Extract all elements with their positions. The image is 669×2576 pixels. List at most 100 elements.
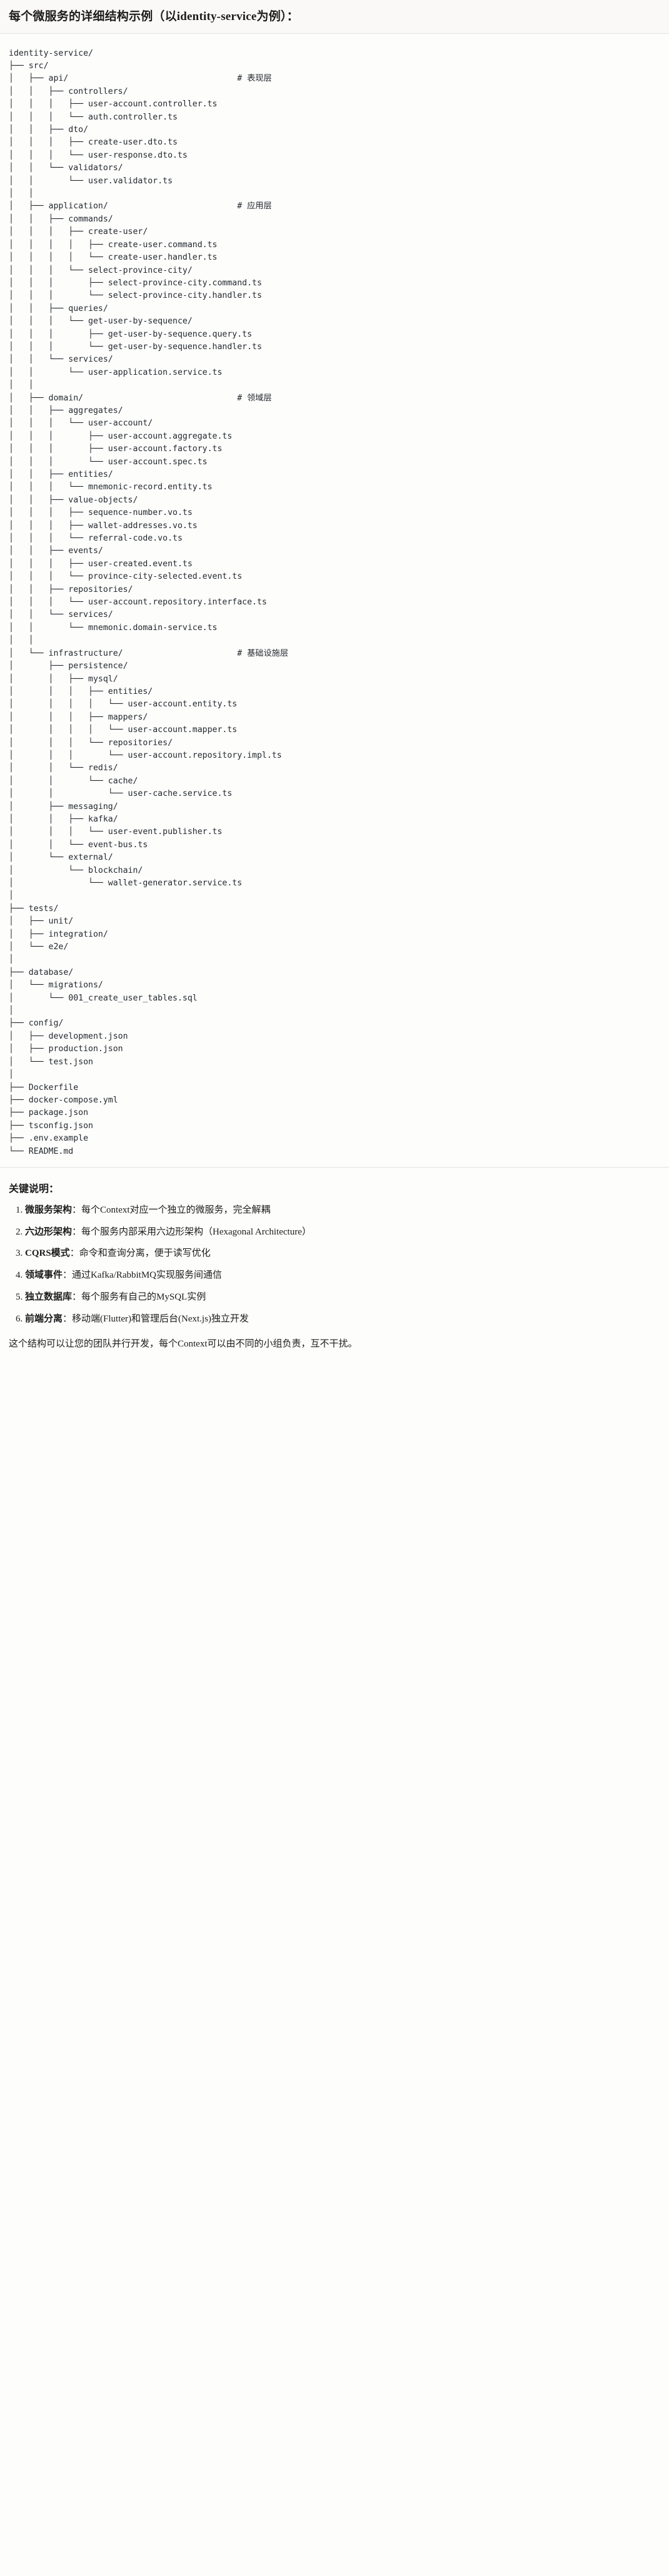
tree-line: │ │ └── user-cache.service.ts (9, 788, 660, 800)
tree-line: │ │ │ │ └── user-account.mapper.ts (9, 724, 660, 736)
tree-path: │ │ ├── dto/ (9, 125, 89, 135)
tree-line: │ │ │ └── province-city-selected.event.t… (9, 571, 660, 583)
tree-path: │ (9, 1006, 14, 1016)
directory-tree-block: identity-service/ ├── src/ │ ├── api/ # … (0, 33, 669, 1167)
tree-line: │ │ (9, 379, 660, 392)
tree-path: │ │ └── validators/ (9, 163, 123, 173)
tree-line: │ │ ├── aggregates/ (9, 405, 660, 417)
tree-path: │ ├── api/ (9, 74, 69, 84)
tree-line: │ ├── production.json (9, 1043, 660, 1056)
tree-line: │ │ └── services/ (9, 609, 660, 621)
tree-path: │ ├── domain/ (9, 393, 84, 403)
tree-line: │ │ └── user.validator.ts (9, 175, 660, 188)
tree-path: ├── .env.example (9, 1134, 89, 1144)
tree-line: └── README.md (9, 1146, 660, 1158)
tree-path: │ │ │ └── repositories/ (9, 738, 173, 748)
tree-line: │ │ │ └── user-account.repository.impl.t… (9, 750, 660, 762)
tree-path: │ └── test.json (9, 1057, 93, 1067)
tree-line: │ │ │ ├── mappers/ (9, 711, 660, 724)
tree-path: │ │ │ └── user-account.repository.impl.t… (9, 750, 282, 760)
tree-comment: # 领域层 (83, 393, 272, 403)
tree-path: │ ├── persistence/ (9, 661, 128, 671)
closing-paragraph: 这个结构可以让您的团队并行开发，每个Context可以由不同的小组负责，互不干扰… (9, 1339, 358, 1350)
tree-path: │ │ │ │ └── user-account.entity.ts (9, 700, 238, 710)
tree-line: │ ├── unit/ (9, 915, 660, 928)
tree-line: │ │ │ └── get-user-by-sequence.handler.t… (9, 341, 660, 354)
tree-line: │ │ │ └── referral-code.vo.ts (9, 532, 660, 545)
tree-line: │ └── blockchain/ (9, 865, 660, 877)
tree-path: │ │ ├── mysql/ (9, 674, 118, 684)
key-note-item: 领域事件：通过Kafka/RabbitMQ实现服务间通信 (25, 1269, 660, 1283)
tree-path: │ │ │ │ └── create-user.handler.ts (9, 253, 218, 263)
tree-line: │ │ │ ├── sequence-number.vo.ts (9, 507, 660, 519)
key-note-item: 前端分离：移动端(Flutter)和管理后台(Next.js)独立开发 (25, 1313, 660, 1326)
tree-path: │ ├── production.json (9, 1044, 123, 1054)
tree-path: │ (9, 955, 14, 965)
tree-line: │ │ (9, 188, 660, 200)
tree-line: │ │ ├── mysql/ (9, 673, 660, 686)
tree-line: │ ├── api/ # 表现层 (9, 73, 660, 85)
tree-path: │ │ ├── value-objects/ (9, 495, 138, 505)
tree-line: │ │ │ └── user-account.spec.ts (9, 456, 660, 469)
tree-path: │ │ │ │ ├── create-user.command.ts (9, 240, 218, 250)
key-note-item: 六边形架构：每个服务内部采用六边形架构（Hexagonal Architectu… (25, 1226, 660, 1240)
tree-path: │ │ ├── repositories/ (9, 584, 133, 594)
key-notes-list: 微服务架构：每个Context对应一个独立的微服务，完全解耦六边形架构：每个服务… (9, 1204, 660, 1326)
tree-path: │ (9, 1070, 14, 1080)
tree-path: │ └── wallet-generator.service.ts (9, 878, 243, 888)
tree-line: │ (9, 890, 660, 902)
key-note-item: CQRS模式：命令和查询分离，便于读写优化 (25, 1247, 660, 1261)
tree-line: │ │ │ ├── get-user-by-sequence.query.ts (9, 328, 660, 341)
tree-path: │ │ │ └── user-response.dto.ts (9, 150, 188, 160)
tree-path: │ │ (9, 380, 34, 390)
tree-line: │ ├── persistence/ (9, 660, 660, 673)
tree-line: │ └── test.json (9, 1056, 660, 1069)
tree-line: │ └── wallet-generator.service.ts (9, 877, 660, 890)
tree-line: │ │ │ ├── wallet-addresses.vo.ts (9, 520, 660, 532)
tree-line: │ │ ├── events/ (9, 545, 660, 557)
tree-line: │ │ │ └── select-province-city/ (9, 265, 660, 277)
tree-line: ├── package.json (9, 1107, 660, 1119)
tree-line: │ │ │ ├── select-province-city.command.t… (9, 277, 660, 290)
key-note-item: 微服务架构：每个Context对应一个独立的微服务，完全解耦 (25, 1204, 660, 1218)
tree-path: │ │ │ └── referral-code.vo.ts (9, 534, 183, 544)
tree-path: └── README.md (9, 1146, 74, 1156)
tree-line: │ ├── integration/ (9, 929, 660, 941)
tree-line: │ │ │ └── user-account.repository.interf… (9, 596, 660, 609)
tree-line: │ │ └── event-bus.ts (9, 839, 660, 852)
tree-path: │ │ ├── entities/ (9, 470, 113, 479)
tree-line: │ │ │ ├── entities/ (9, 686, 660, 698)
tree-path: ├── docker-compose.yml (9, 1095, 118, 1105)
tree-path: identity-service/ (9, 48, 93, 58)
tree-path: │ └── migrations/ (9, 980, 103, 990)
tree-line: │ │ │ ├── user-account.controller.ts (9, 98, 660, 111)
tree-path: │ │ │ ├── mappers/ (9, 712, 148, 722)
tree-line: │ (9, 1069, 660, 1081)
directory-tree: identity-service/ ├── src/ │ ├── api/ # … (9, 48, 660, 1158)
tree-line: │ │ ├── queries/ (9, 303, 660, 315)
tree-path: │ │ └── services/ (9, 355, 113, 365)
tree-path: │ └── e2e/ (9, 942, 69, 952)
tree-line: ├── tsconfig.json (9, 1120, 660, 1133)
tree-line: │ │ ├── dto/ (9, 124, 660, 136)
tree-path: │ │ │ └── select-province-city/ (9, 265, 193, 275)
tree-line: │ │ │ └── user-response.dto.ts (9, 150, 660, 162)
tree-line: │ └── external/ (9, 852, 660, 864)
tree-path: │ │ └── user-application.service.ts (9, 367, 223, 377)
document-header: 每个微服务的详细结构示例（以identity-service为例）： (0, 0, 669, 34)
tree-line: ├── tests/ (9, 903, 660, 915)
tree-line: │ ├── development.json (9, 1031, 660, 1043)
tree-path: │ │ │ │ └── user-account.mapper.ts (9, 725, 238, 735)
tree-path: │ │ │ └── user-account/ (9, 419, 153, 429)
tree-line: │ │ └── mnemonic.domain-service.ts (9, 622, 660, 634)
tree-path: │ ├── unit/ (9, 917, 74, 927)
key-note-description: ：命令和查询分离，便于读写优化 (69, 1248, 211, 1259)
tree-path: │ │ ├── commands/ (9, 214, 113, 224)
key-note-term: CQRS模式 (25, 1248, 70, 1259)
tree-line: │ (9, 954, 660, 966)
tree-line: │ │ └── user-application.service.ts (9, 367, 660, 379)
tree-line: │ │ ├── commands/ (9, 213, 660, 226)
key-note-description: ：通过Kafka/RabbitMQ实现服务间通信 (63, 1270, 222, 1281)
tree-path: │ │ │ ├── user-account.factory.ts (9, 444, 223, 454)
tree-path: │ │ ├── aggregates/ (9, 405, 123, 415)
